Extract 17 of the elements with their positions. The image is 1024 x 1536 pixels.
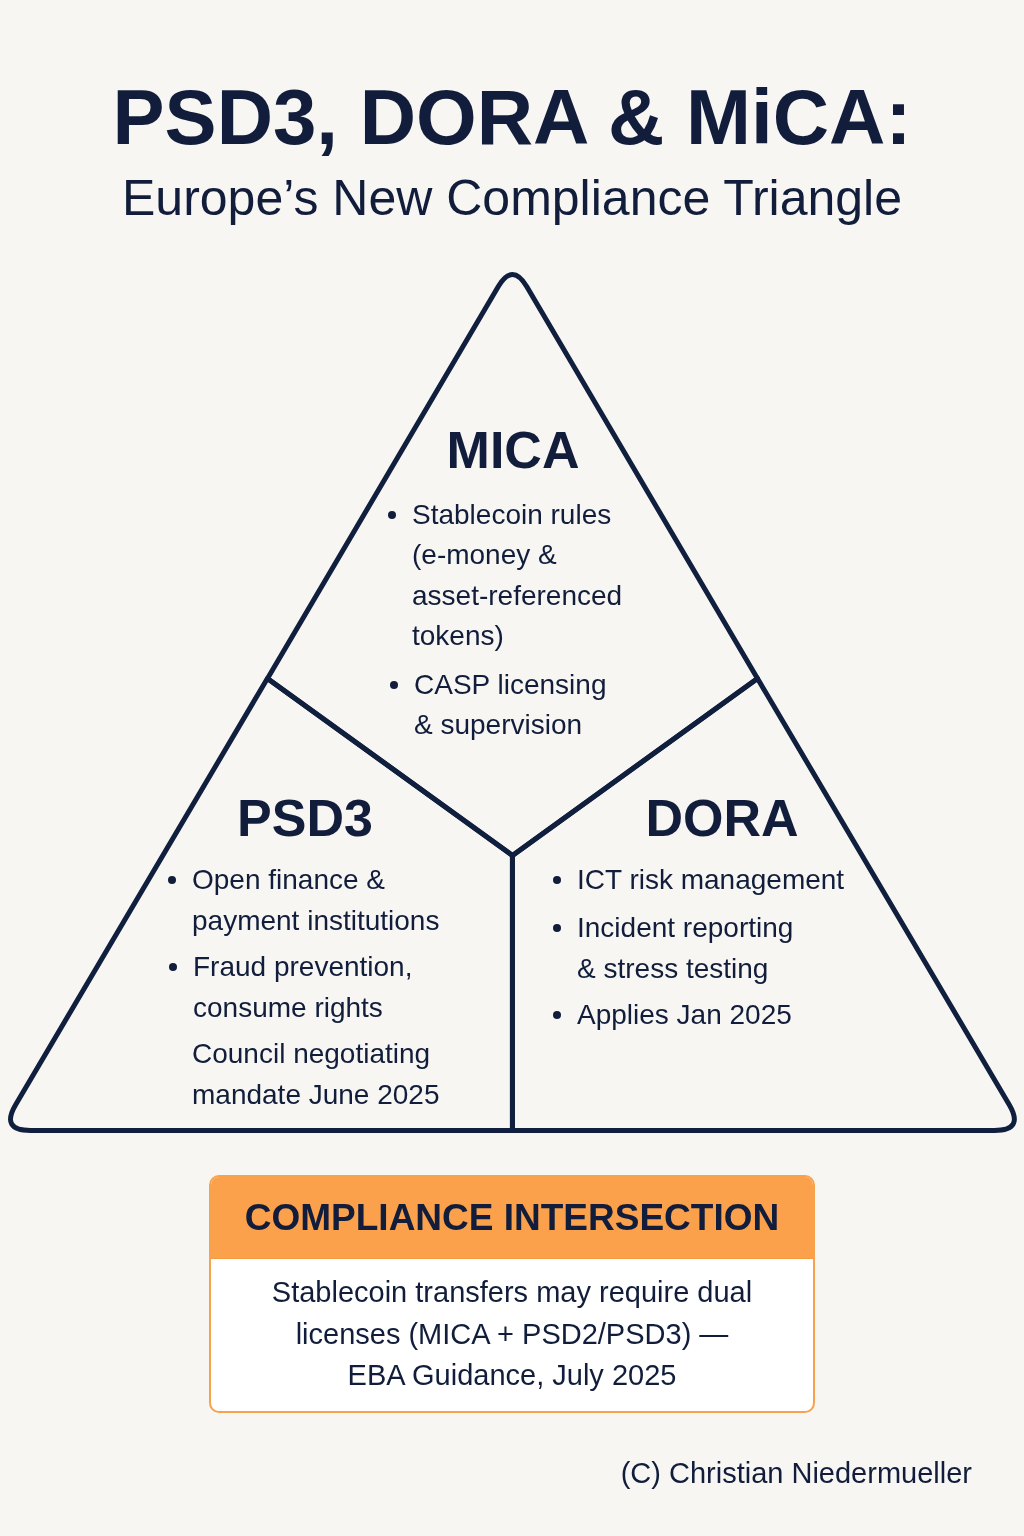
subtitle: Europe’s New Compliance Triangle <box>121 169 903 228</box>
note-text: Council negotiating mandate June 2025 <box>192 1038 440 1110</box>
callout-box <box>209 1175 815 1413</box>
section-heading: PSD3 <box>237 788 373 848</box>
bullet-text: Fraud prevention, consume rights <box>193 951 413 1023</box>
bullet-text: Stablecoin rules (e-money & asset-referenced tokens) <box>412 499 623 652</box>
bullet-text: Open finance & payment institutions <box>192 864 440 936</box>
box-heading: COMPLIANCE INTERSECTION <box>211 1177 813 1259</box>
section-heading: MICA <box>446 420 580 480</box>
bullet-text: Incident reporting & stress testing <box>577 912 794 984</box>
box-text: Stablecoin transfers may require dual licenses (MICA + PSD2/PSD3) — EBA Guidance, July 2025 <box>270 1275 754 1393</box>
section-heading: DORA <box>645 788 799 848</box>
credit-text: (C) Christian Niedermueller <box>620 1456 972 1491</box>
bullet-text: ICT risk management <box>577 864 845 895</box>
bullet-text: CASP licensing & supervision <box>414 669 607 741</box>
bullet-text: Applies Jan 2025 <box>577 999 792 1030</box>
title: PSD3, DORA & MiCA: <box>111 72 913 162</box>
